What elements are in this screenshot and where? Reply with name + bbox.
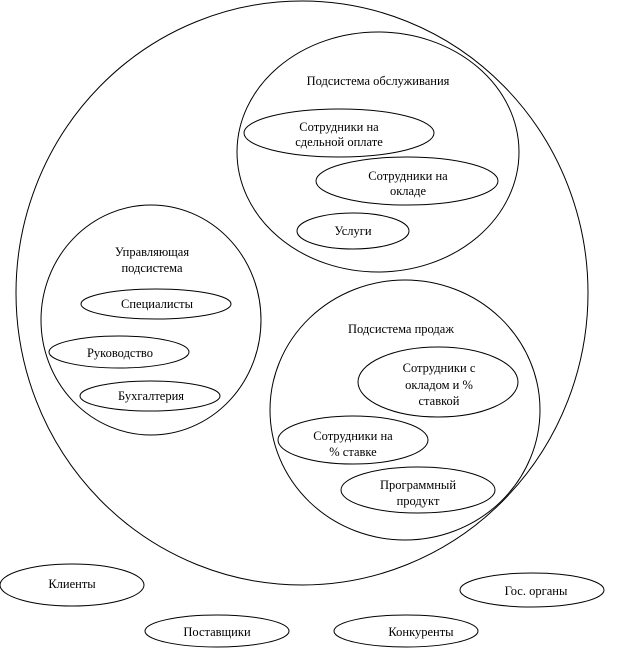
environment-ellipse [0,563,145,607]
environment-label: Конкуренты [388,625,454,639]
management-subsystem: Управляющая подсистема Специалисты Руков… [40,204,262,436]
sales-subsystem-circle [269,279,541,541]
environment-clients: Клиенты [0,563,145,607]
environment-competitors: Конкуренты [333,614,479,648]
item-ellipse [315,156,499,206]
item-label-line: окладом и % [405,378,473,392]
item-label-line: Сотрудники на [368,169,448,183]
management-subsystem-circle [40,204,262,436]
item-ellipse [357,346,519,418]
environment-suppliers: Поставщики [144,614,290,648]
service-subsystem-title: Подсистема обслуживания [307,74,450,88]
item-ellipse [243,108,435,158]
environment-ellipse [459,572,605,608]
item-ellipse [340,466,496,514]
service-subsystem-circle [236,31,520,273]
item-label-line: Сотрудники на [299,120,379,134]
item-ellipse [48,335,190,369]
item-label-line: Сотрудники на [313,429,393,443]
sales-subsystem: Подсистема продаж Сотрудники с окладом и… [269,279,541,541]
management-item-leadership: Руководство [48,335,190,369]
item-label-line: % ставке [329,445,377,459]
sales-item-salary-percent-staff: Сотрудники с окладом и % ставкой [357,346,519,418]
environment-government: Гос. органы [459,572,605,608]
item-label-line: окладе [390,184,426,198]
service-subsystem: Подсистема обслуживания Сотрудники на сд… [236,31,520,273]
sales-subsystem-title: Подсистема продаж [348,322,454,336]
environment-label: Клиенты [48,577,96,591]
management-item-accounting: Бухгалтерия [79,380,221,412]
item-label-line: продукт [397,494,440,508]
item-ellipse [296,212,410,250]
item-label-line: Руководство [87,346,153,360]
service-item-piecework-staff: Сотрудники на сдельной оплате [243,108,435,158]
item-label-line: Сотрудники с [403,361,476,375]
item-label-line: Программный [380,478,456,492]
environment-label: Поставщики [183,625,251,639]
item-ellipse [79,380,221,412]
management-item-specialists: Специалисты [80,288,232,320]
service-item-salaried-staff: Сотрудники на окладе [315,156,499,206]
management-subsystem-title: Управляющая [115,245,189,259]
item-ellipse [80,288,232,320]
item-ellipse [277,415,429,465]
item-label-line: Специалисты [121,297,194,311]
item-label-line: сдельной оплате [295,135,383,149]
item-label-line: Услуги [334,224,372,238]
service-item-services: Услуги [296,212,410,250]
environment-ellipse [144,614,290,648]
sales-item-software-product: Программный продукт [340,466,496,514]
item-label-line: Бухгалтерия [118,389,184,403]
management-subsystem-title: подсистема [121,261,183,275]
item-label-line: ставкой [419,394,460,408]
environment-label: Гос. органы [505,584,568,598]
sales-item-percent-staff: Сотрудники на % ставке [277,415,429,465]
environment-ellipse [333,614,479,648]
outer-system-boundary [15,0,589,586]
